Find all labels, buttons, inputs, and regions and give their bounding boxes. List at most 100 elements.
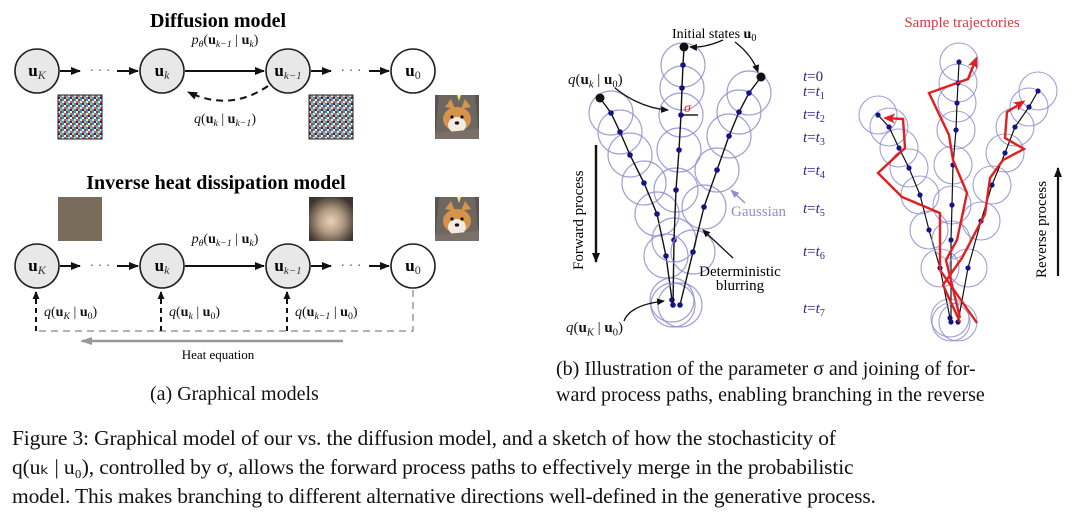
gaussian-circle xyxy=(889,148,929,188)
initial-states-arrow xyxy=(689,39,724,51)
state-dot xyxy=(1035,88,1041,94)
gaussian-circle xyxy=(879,128,919,168)
node-uk: uk xyxy=(139,243,185,289)
gaussian-circle xyxy=(656,127,702,173)
state-dot xyxy=(690,249,696,255)
state-dot xyxy=(679,85,685,91)
time-label-0: t=0 xyxy=(803,69,823,85)
blur-image xyxy=(309,197,353,241)
gaussian-circle xyxy=(588,90,634,136)
marginal-label: q(uk | u0) xyxy=(169,305,220,322)
gaussian-circle xyxy=(706,113,752,159)
ellipsis: · · · xyxy=(341,259,362,274)
time-label-7: t=t7 xyxy=(803,301,825,319)
gaussian-circle xyxy=(1009,87,1049,127)
state-dot xyxy=(654,211,660,217)
gaussian-circle xyxy=(597,109,643,155)
state-dot xyxy=(954,100,960,106)
state-dot xyxy=(673,187,679,193)
caption-b: (b) Illustration of the parameter σ and … xyxy=(556,356,1076,408)
gaussian-circle xyxy=(858,95,898,135)
state-dot xyxy=(680,62,686,68)
time-label-1: t=t1 xyxy=(803,84,825,102)
state-dot xyxy=(953,127,959,133)
gaussian-circle xyxy=(681,184,727,230)
state-dot xyxy=(989,182,995,188)
state-dot xyxy=(917,192,923,198)
state-dot xyxy=(875,112,881,118)
node-label: uk−1 xyxy=(274,256,301,277)
figure-caption-line-3: model. This makes branching to different… xyxy=(12,484,876,508)
noise-image xyxy=(57,94,103,140)
gaussian-circle xyxy=(643,233,689,279)
state-dot xyxy=(701,204,707,210)
gaussian-circle xyxy=(653,167,699,213)
sigma-label: σ xyxy=(684,101,692,116)
node-circle xyxy=(390,48,436,94)
state-dot xyxy=(886,124,892,130)
reverse-label: pθ(uk−1 | uk) xyxy=(191,33,259,50)
time-label-2: t=t2 xyxy=(803,107,825,125)
node-circle xyxy=(14,243,60,289)
q-uk-u0-label: q(uk | u0) xyxy=(568,72,623,90)
node-uK: uK xyxy=(14,243,60,289)
state-dot xyxy=(746,90,752,96)
gaussian-circle xyxy=(869,107,909,147)
state-dot xyxy=(948,237,954,243)
time-label-6: t=t6 xyxy=(803,244,825,262)
heat-title: Inverse heat dissipation model xyxy=(86,172,346,194)
caption-a: (a) Graphical models xyxy=(150,383,319,405)
sample-trajectory-0 xyxy=(876,113,978,324)
initial-state-dot xyxy=(756,72,766,82)
ellipsis: · · · xyxy=(341,64,362,79)
state-dot xyxy=(714,167,720,173)
dog-image xyxy=(435,95,479,139)
gaussian-circle xyxy=(694,147,740,193)
node-circle xyxy=(139,243,185,289)
initial-states-label: Initial states u0 xyxy=(672,27,756,44)
gaussian-circle xyxy=(716,89,762,135)
forward-sketch xyxy=(588,42,772,328)
node-uk: uk xyxy=(139,48,185,94)
flat-image xyxy=(58,197,102,241)
state-dot xyxy=(670,302,676,308)
rev-left-branch xyxy=(858,95,970,338)
gaussian-circle xyxy=(621,160,667,206)
gaussian-label: Gaussian xyxy=(731,204,786,220)
rev-middle-branch xyxy=(931,42,979,342)
state-dot xyxy=(965,265,971,271)
deterministic-path xyxy=(599,97,673,301)
q-uK-arrow xyxy=(623,298,665,322)
ellipsis: · · · xyxy=(90,259,111,274)
reverse-process-label: Reverse process xyxy=(1034,181,1050,278)
state-dot xyxy=(678,112,684,118)
node-circle xyxy=(265,48,311,94)
forward-dashed-arrow xyxy=(187,85,269,102)
state-dot xyxy=(906,165,912,171)
marginal-label: q(uk−1 | u0) xyxy=(295,305,358,322)
time-label-5: t=t5 xyxy=(803,201,825,219)
state-dot xyxy=(1002,150,1008,156)
node-label: uK xyxy=(28,256,46,277)
time-label-4: t=t4 xyxy=(803,163,825,181)
node-uk1: uk−1 xyxy=(265,48,311,94)
state-dot xyxy=(617,129,623,135)
deterministic-arrow xyxy=(702,229,734,259)
node-circle xyxy=(139,48,185,94)
node-u0: u0 xyxy=(390,48,436,94)
state-dot xyxy=(1012,124,1018,130)
state-dot xyxy=(1026,104,1032,110)
marginal-label: q(uK | u0) xyxy=(44,305,98,322)
middle-branch xyxy=(650,42,706,328)
figure-caption: Figure 3: Graphical model of our vs. the… xyxy=(12,424,1072,511)
state-dot xyxy=(948,319,954,325)
caption-b-line-1: (b) Illustration of the parameter σ and … xyxy=(556,358,976,380)
gaussian-circle xyxy=(936,110,976,150)
state-dot xyxy=(896,145,902,151)
node-label: uK xyxy=(28,61,46,82)
caption-b-line-2: ward process paths, enabling branching i… xyxy=(556,384,985,406)
noise-image xyxy=(308,94,354,140)
state-dot xyxy=(726,133,732,139)
